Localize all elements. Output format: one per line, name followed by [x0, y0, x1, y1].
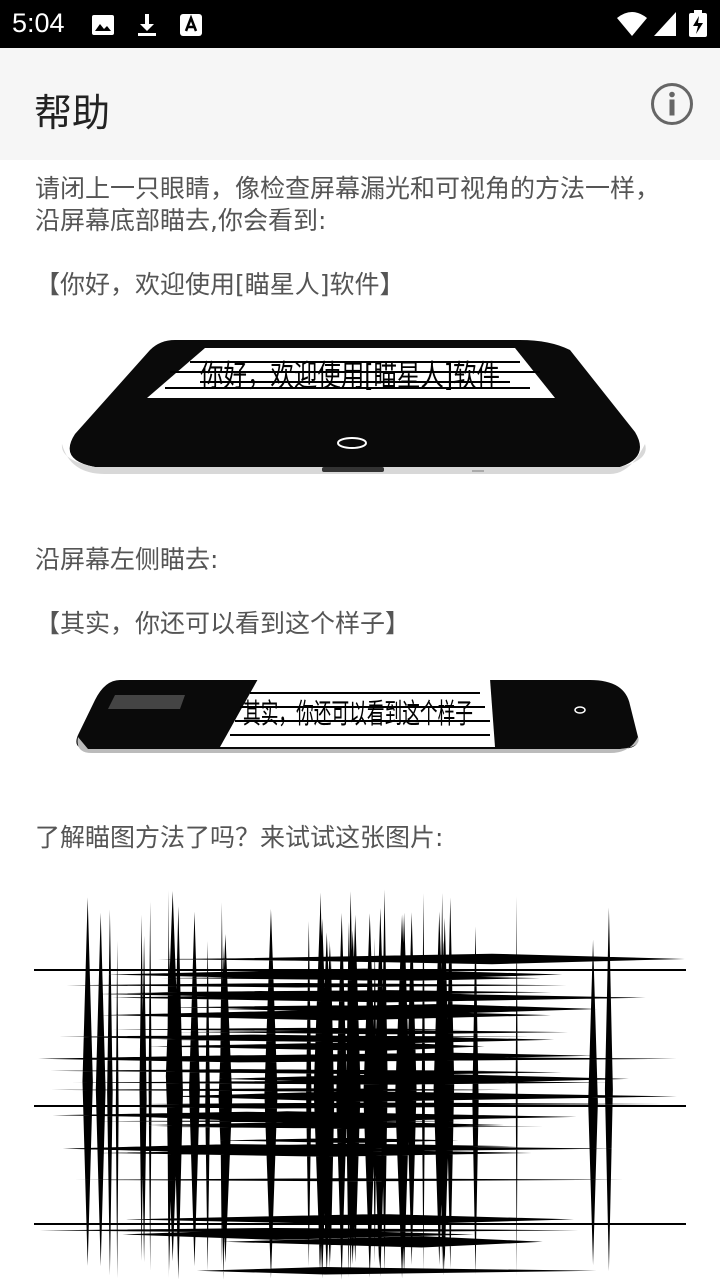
- image-icon: [92, 15, 114, 35]
- font-a-icon: [180, 14, 202, 36]
- example1-caption: 【你好，欢迎使用[瞄星人]软件】: [35, 270, 405, 299]
- example1-phone-screen-text: 你好，欢迎使用[瞄星人]软件: [200, 359, 500, 394]
- info-icon[interactable]: [650, 82, 694, 126]
- app-bar: 帮助: [0, 48, 720, 160]
- phone-side-view-image: 其实，你还可以看到这个样子: [76, 679, 639, 753]
- help-content: 请闭上一只眼睛，像检查屏幕漏光和可视角的方法一样，沿屏幕底部瞄去,你会看到: 【…: [0, 160, 720, 1280]
- signal-icon: [654, 12, 676, 36]
- wifi-icon: [617, 12, 647, 36]
- left-side-instruction: 沿屏幕左侧瞄去:: [35, 545, 219, 574]
- download-icon: [138, 14, 156, 36]
- example2-caption: 【其实，你还可以看到这个样子】: [35, 609, 411, 638]
- page-title: 帮助: [34, 91, 111, 135]
- phone-bottom-view-image: 你好，欢迎使用[瞄星人]软件: [61, 340, 646, 474]
- example2-phone-screen-text: 其实，你还可以看到这个样子: [243, 697, 473, 730]
- try-prompt: 了解瞄图方法了吗？来试试这张图片:: [35, 823, 444, 852]
- status-time: 5:04: [12, 8, 65, 38]
- hidden-text-puzzle-image: [34, 889, 686, 1280]
- battery-charging-icon: [689, 10, 707, 37]
- status-bar: 5:04: [0, 0, 720, 48]
- intro-text: 请闭上一只眼睛，像检查屏幕漏光和可视角的方法一样，沿屏幕底部瞄去,你会看到:: [35, 174, 661, 235]
